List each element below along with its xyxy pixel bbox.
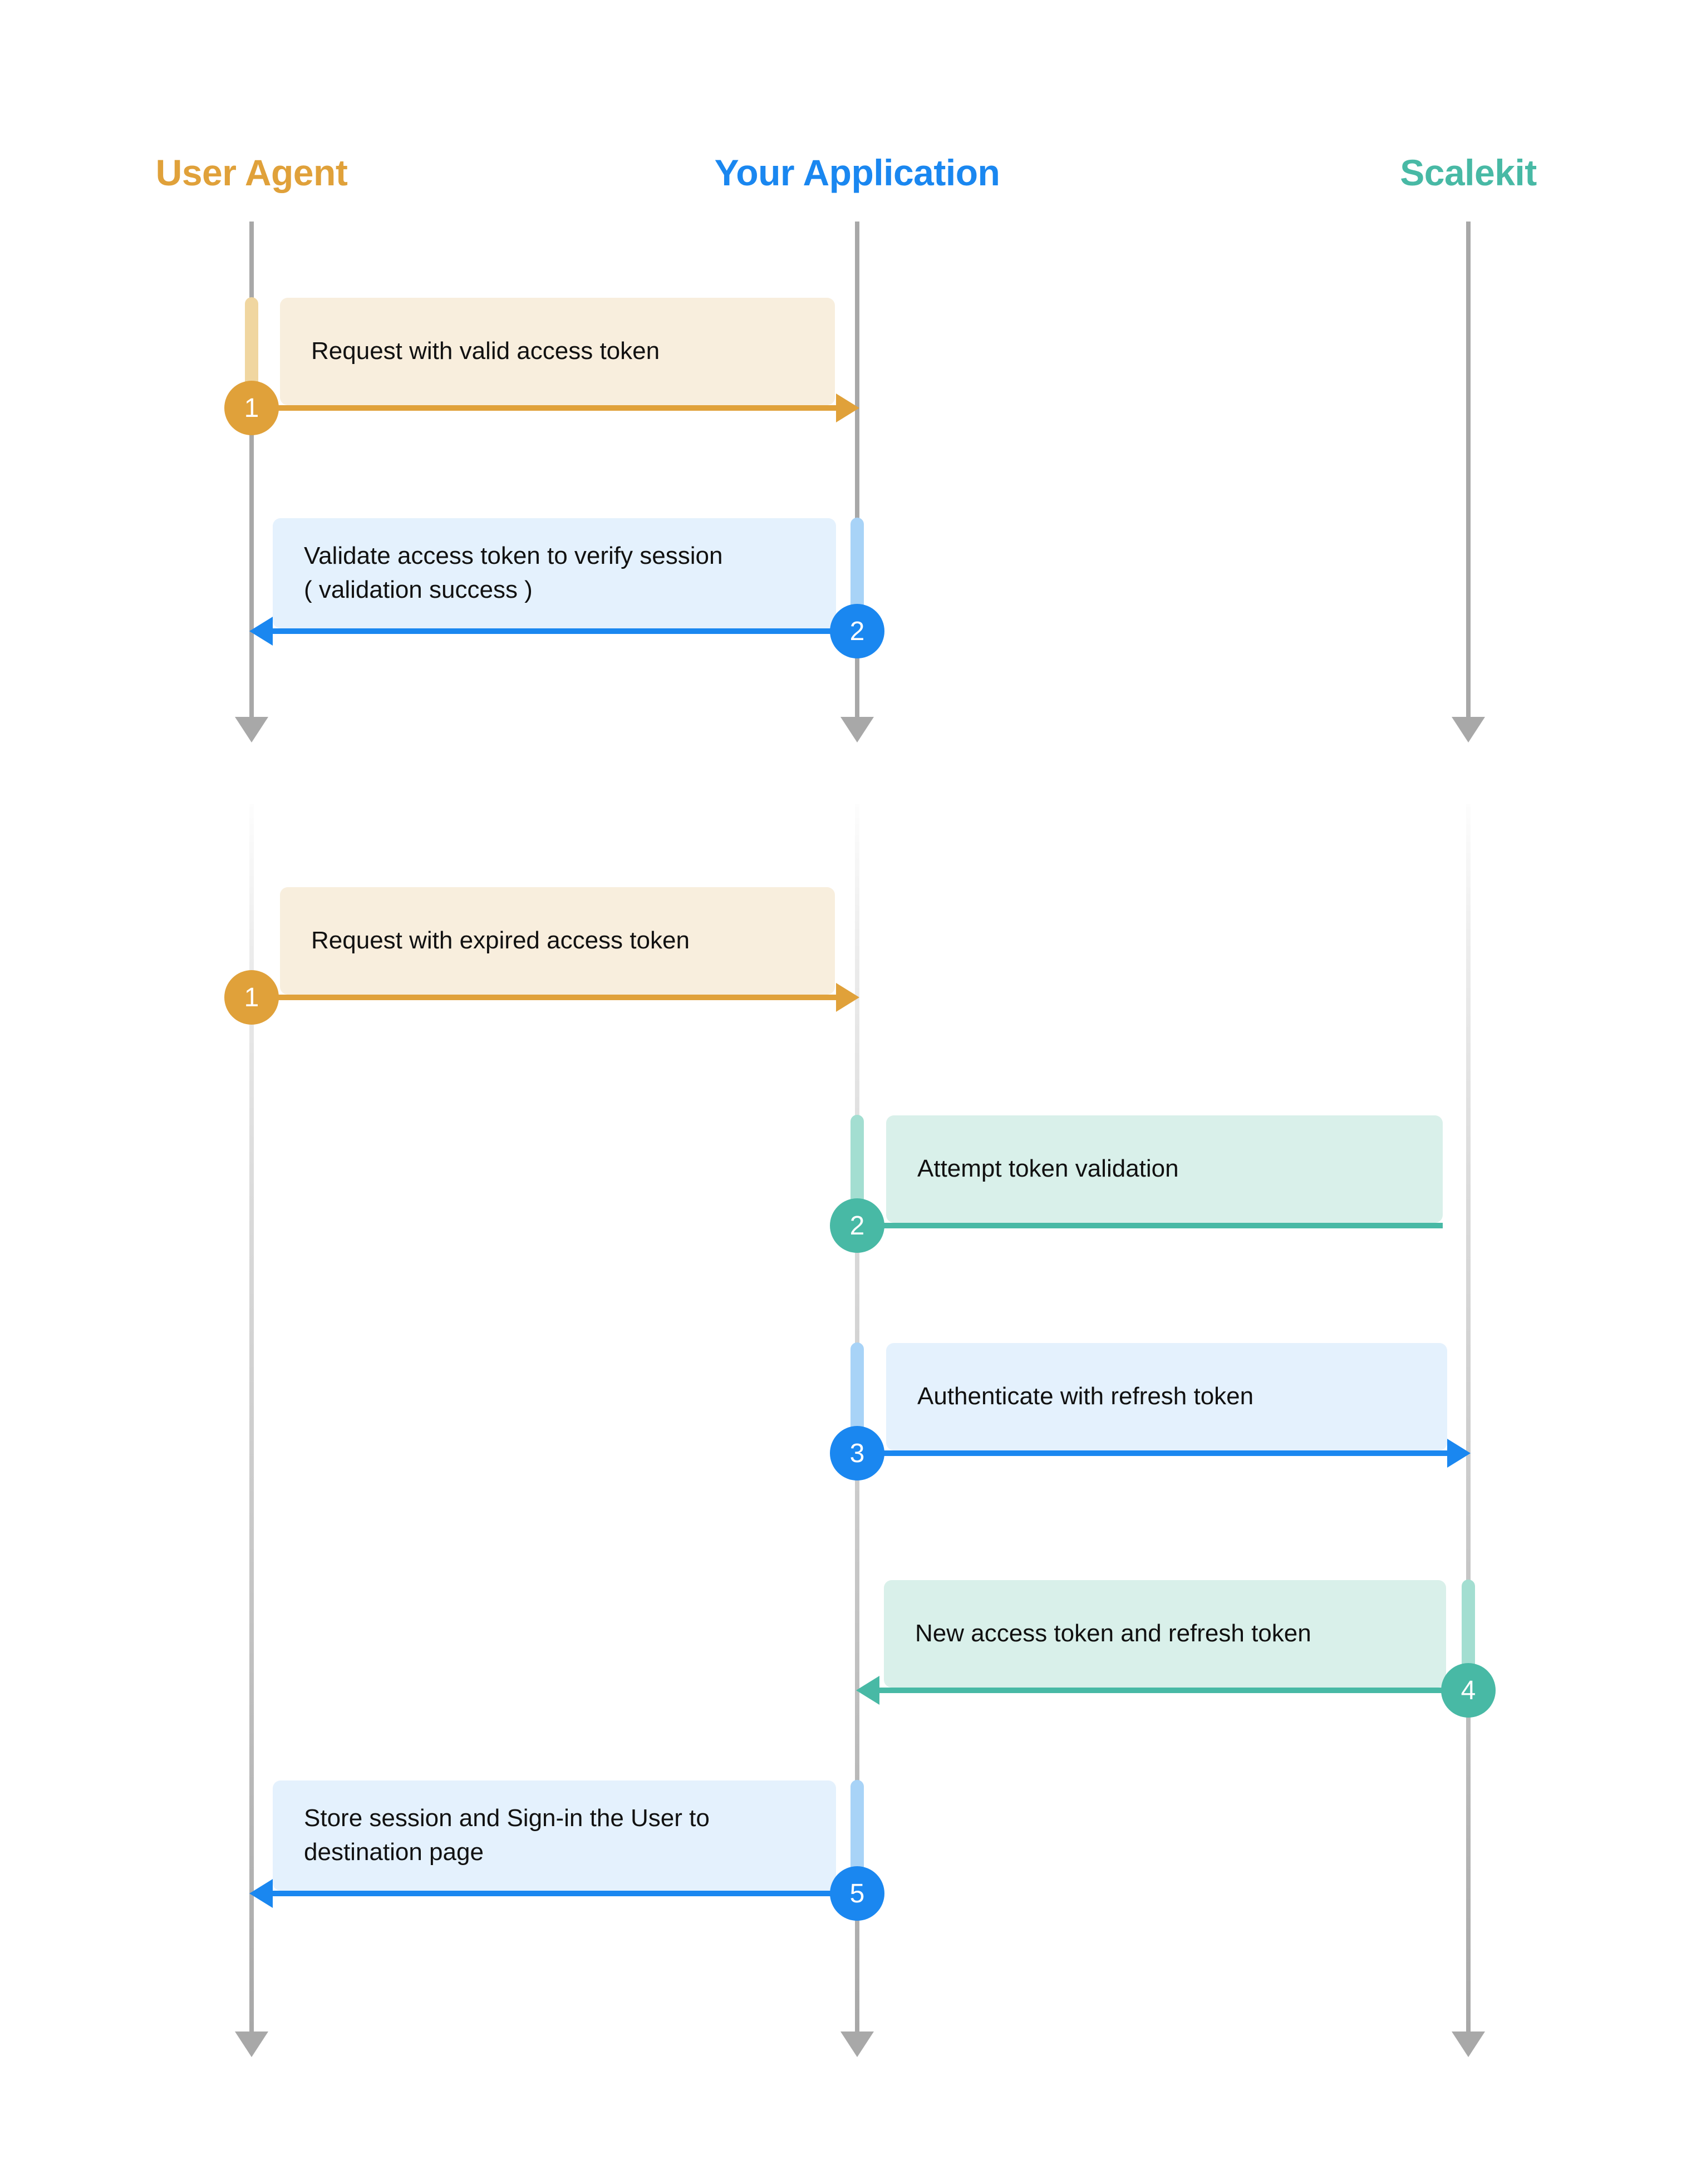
message-box-s1-step1: Request with valid access token <box>280 298 835 405</box>
arrow-line-s2-step4 <box>879 1688 1468 1693</box>
step-badge-s2-1: 1 <box>224 970 279 1025</box>
message-box-s2-step5: Store session and Sign-in the User to de… <box>273 1780 836 1891</box>
arrow-head-s2-step4 <box>856 1676 879 1705</box>
message-text: Authenticate with refresh token <box>917 1383 1254 1410</box>
message-box-s2-step1: Request with expired access token <box>280 887 835 995</box>
step-badge-s1-1: 1 <box>224 381 279 435</box>
message-text: Store session and Sign-in the User to <box>304 1804 710 1832</box>
arrow-head-s2-step3 <box>1447 1439 1471 1468</box>
message-box-s2-step3: Authenticate with refresh token <box>886 1343 1447 1450</box>
lifeline-scalekit-section1 <box>1466 222 1471 717</box>
step-badge-s1-2: 2 <box>830 604 884 658</box>
message-box-s2-step2: Attempt token validation <box>886 1115 1443 1223</box>
message-box-s2-step4: New access token and refresh token <box>884 1580 1446 1688</box>
step-badge-s2-2: 2 <box>830 1198 884 1253</box>
message-text: Validate access token to verify session <box>304 542 723 570</box>
lifeline-end-arrow-your-application-section2 <box>840 2031 874 2057</box>
arrow-head-s2-step1 <box>836 983 859 1012</box>
message-text: ( validation success ) <box>304 576 533 603</box>
arrow-head-s2-step5 <box>249 1879 273 1908</box>
arrow-line-s2-step3 <box>857 1450 1447 1456</box>
message-text: destination page <box>304 1838 484 1866</box>
participant-header-scalekit: Scalekit <box>1400 152 1537 193</box>
lifeline-end-arrow-scalekit-section2 <box>1452 2031 1485 2057</box>
participant-header-user-agent: User Agent <box>155 152 348 193</box>
lifeline-end-arrow-your-application-section1 <box>840 717 874 742</box>
lifeline-user-agent-section2 <box>249 804 254 2031</box>
arrow-line-s2-step1 <box>252 995 836 1000</box>
arrow-head-s1-step2 <box>249 617 273 646</box>
participant-header-your-application: Your Application <box>714 152 1000 193</box>
lifeline-end-arrow-user-agent-section2 <box>235 2031 268 2057</box>
message-box-s1-step2: Validate access token to verify session … <box>273 518 836 628</box>
step-badge-s2-4: 4 <box>1441 1663 1496 1718</box>
message-text: New access token and refresh token <box>915 1620 1311 1647</box>
message-text: Attempt token validation <box>917 1155 1179 1183</box>
arrow-line-s1-step1 <box>252 405 836 411</box>
arrow-line-s1-step2 <box>273 628 857 634</box>
arrow-head-s1-step1 <box>836 393 859 422</box>
arrow-line-s2-step2 <box>857 1223 1443 1228</box>
lifeline-end-arrow-scalekit-section1 <box>1452 717 1485 742</box>
step-badge-s2-3: 3 <box>830 1426 884 1480</box>
step-badge-s2-5: 5 <box>830 1866 884 1921</box>
message-text: Request with expired access token <box>311 927 690 955</box>
lifeline-user-agent-section1 <box>249 222 254 717</box>
lifeline-end-arrow-user-agent-section1 <box>235 717 268 742</box>
lifeline-your-application-section1 <box>855 222 859 717</box>
arrow-line-s2-step5 <box>273 1891 857 1896</box>
message-text: Request with valid access token <box>311 337 660 365</box>
lifeline-scalekit-section2 <box>1466 804 1471 2031</box>
